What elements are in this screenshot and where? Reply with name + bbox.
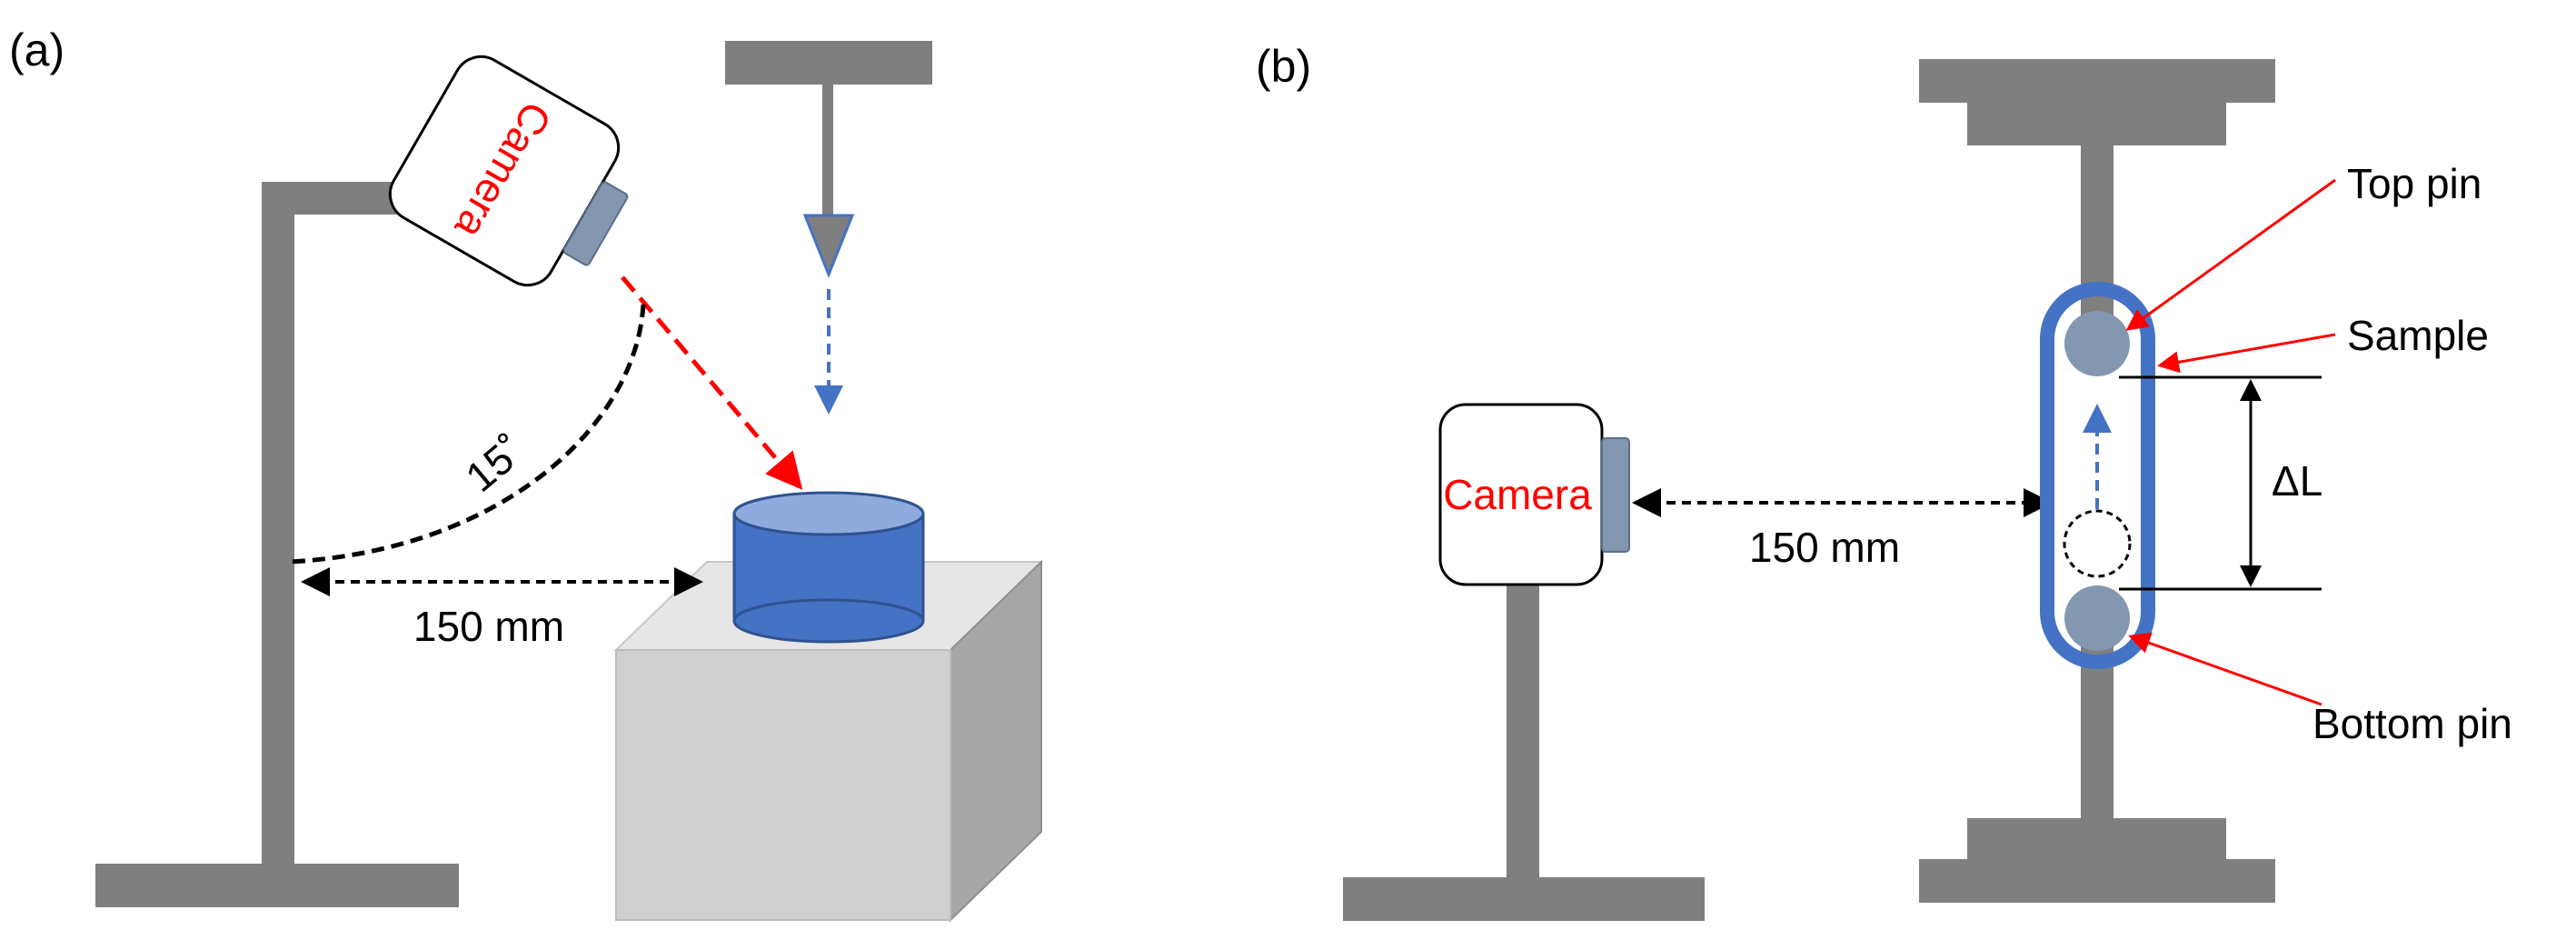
indenter-top-plate — [725, 41, 932, 85]
camera-stand-a — [95, 182, 459, 907]
stand-pole-a — [262, 182, 294, 868]
distance-label-a: 150 mm — [413, 603, 564, 650]
cylinder-bottom — [732, 598, 925, 644]
lower-grip-block — [1967, 818, 2226, 862]
sample-label: Sample — [2347, 312, 2489, 359]
bottom-pin — [2064, 585, 2130, 651]
ring-sample — [2040, 282, 2155, 669]
indenter — [725, 41, 932, 279]
cylinder-top — [732, 491, 925, 536]
camera-lens-a — [562, 181, 629, 266]
top-pin-pointer — [2125, 178, 2336, 331]
bottom-pin-label: Bottom pin — [2312, 700, 2512, 747]
upper-grip-block — [1967, 102, 2226, 145]
camera-a: Camera — [388, 55, 629, 287]
panel-b-label: (b) — [1256, 41, 1311, 92]
camera-stand-b — [1343, 582, 1705, 921]
delta-l-label: ΔL — [2272, 457, 2322, 505]
panel-a: (a) Camera 15˚ — [9, 25, 1044, 923]
panel-b: (b) Camera 150 mm — [1256, 41, 2512, 921]
sample-pointer — [2157, 333, 2336, 374]
camera-view-arrow-a — [621, 275, 803, 490]
bottom-pin-pointer — [2128, 632, 2322, 706]
stand-base-a — [95, 864, 459, 907]
panel-a-label: (a) — [9, 25, 65, 75]
lower-grip-plate — [1919, 859, 2275, 903]
camera-label-b: Camera — [1443, 471, 1592, 518]
angle-arc — [290, 304, 646, 565]
specimen-stage — [613, 559, 1044, 923]
stand-pole-b — [1507, 582, 1539, 882]
upper-grip — [1919, 59, 2275, 325]
top-pin-label: Top pin — [2347, 160, 2482, 207]
camera-lens-b — [1601, 437, 1630, 553]
indenter-tip — [802, 214, 855, 279]
stand-base-b — [1343, 877, 1705, 921]
camera-b: Camera — [1438, 403, 1630, 586]
stage-front-face — [615, 649, 951, 921]
initial-pin-position — [2063, 509, 2132, 578]
upper-grip-rod — [2081, 144, 2114, 325]
distance-label-b: 150 mm — [1749, 524, 1900, 571]
cylinder-specimen — [732, 491, 925, 644]
top-pin — [2064, 311, 2130, 376]
indenter-rod — [822, 84, 833, 215]
upper-grip-plate — [1919, 59, 2275, 103]
